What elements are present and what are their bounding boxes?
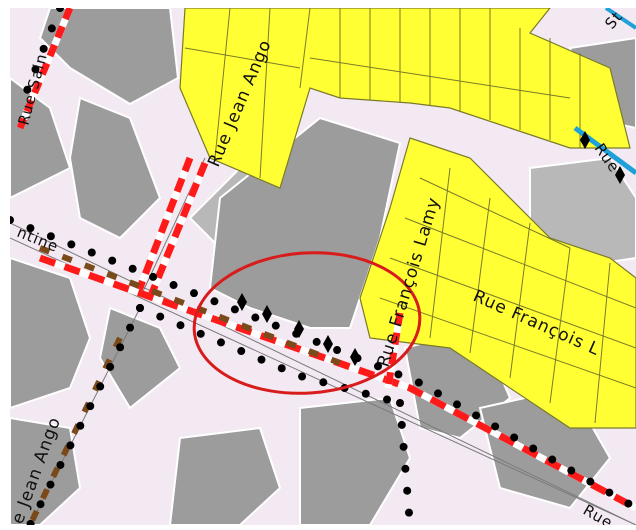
building [10,256,92,410]
diamond [237,293,247,311]
map-viewport[interactable]: Rue Jean Ango Rue François Lamy Rue Fran… [10,8,636,525]
building [168,426,282,525]
diamond [615,166,625,184]
diamond [580,131,590,149]
map-canvas[interactable]: Rue Jean Ango Rue François Lamy Rue Fran… [10,8,636,525]
building [38,8,180,106]
building [10,416,82,525]
building [68,96,162,240]
brown-dashes [27,245,342,525]
parcel-block-north [179,8,631,189]
parcels-layer [179,8,636,429]
diamond [294,320,304,338]
dot-lines [10,8,636,525]
highlight-ellipse [192,251,422,395]
diamond [350,348,360,366]
blue-path [604,8,636,30]
cycle-routes [16,8,636,512]
building [299,396,412,525]
diamond [262,305,272,323]
diamond [323,335,333,353]
parcel-block-east [359,137,636,429]
diamond-markers [237,131,625,366]
building [98,306,182,410]
parcel-dividers [184,8,636,424]
